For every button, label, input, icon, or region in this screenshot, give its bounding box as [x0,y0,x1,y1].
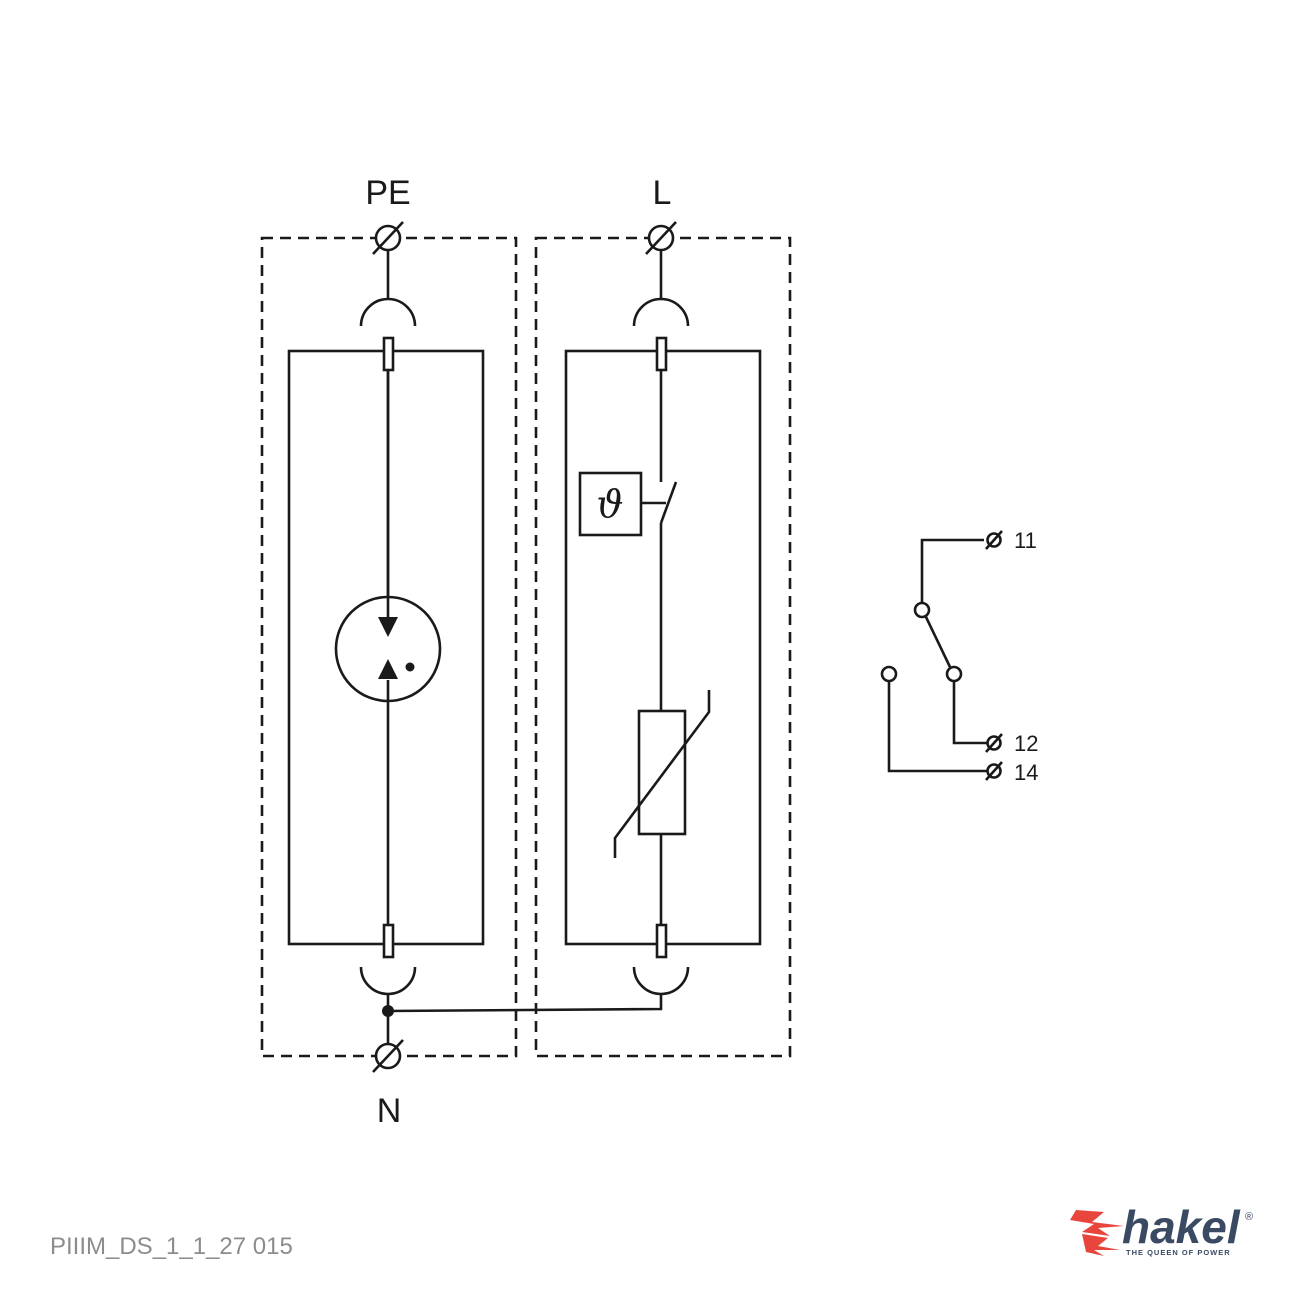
l-plug-bottom [632,966,690,996]
spark-gap-arrow-up-icon [378,659,398,679]
contact-14-terminal [985,761,1003,781]
l-to-n-wire [387,994,663,1013]
contact-12-wire [952,681,987,745]
contact-12-label: 12 [1014,731,1038,756]
varistor-icon [637,709,687,836]
thermal-disconnector-box [578,471,643,537]
contact-12-point [945,665,963,683]
spark-gap-dot-icon [405,662,415,672]
pe-label: PE [365,174,410,212]
spark-gap-icon [334,370,442,925]
switch-lever [924,616,952,668]
l-module-body [564,349,762,946]
l-terminal-symbol [645,221,677,255]
l-label: L [653,174,672,212]
thermal-symbol-label: ϑ [596,482,623,526]
pe-terminal-symbol [372,221,404,255]
thermal-switch-blade [659,481,678,524]
pe-pin-bottom [382,923,395,959]
contact-14-point [880,665,898,683]
common-contact-point [913,601,931,619]
l-pin-top [655,336,668,372]
l-plug-top [632,297,690,327]
drawing-code: PIIIM_DS_1_1_27 015 [50,1233,293,1260]
logo-wordmark: hakel [1122,1201,1241,1253]
contact-14-wire [887,681,987,773]
contact-11-wire [920,538,984,603]
spark-gap-arrow-down-icon [378,617,398,637]
l-pin-bottom [655,923,668,959]
logo-registered: ® [1245,1211,1253,1223]
contact-11-terminal [985,530,1003,550]
pe-plug-bottom [359,966,417,996]
contact-12-terminal [985,733,1003,753]
hakel-logo: hakel ® THE QUEEN OF POWER [1070,1201,1253,1257]
n-label: N [377,1092,402,1130]
pe-plug-top [359,297,417,327]
lightning-bolt-icon [1070,1210,1124,1256]
contact-11-label: 11 [1014,528,1037,553]
varistor-slash-icon [613,690,711,858]
contact-14-label: 14 [1014,760,1038,785]
logo-tagline: THE QUEEN OF POWER [1126,1248,1231,1257]
pe-pin-top [382,336,395,372]
n-terminal-symbol [372,1039,404,1073]
